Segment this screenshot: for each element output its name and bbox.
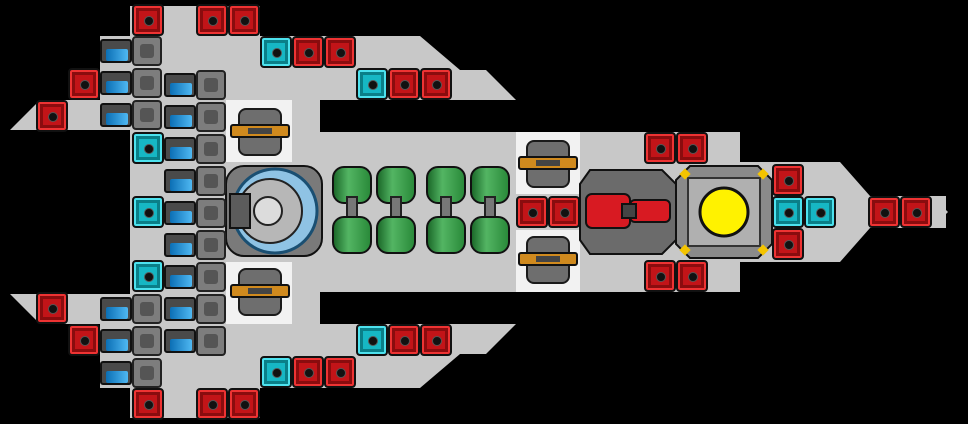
armor-block-red — [132, 388, 164, 420]
ion-thruster — [164, 102, 226, 132]
armor-block-red — [420, 324, 452, 356]
armor-block-cyan — [772, 196, 804, 228]
ion-thruster — [100, 36, 162, 66]
armor-block-red — [324, 356, 356, 388]
armor-block-red — [132, 4, 164, 36]
shield-generator — [225, 165, 323, 257]
ion-thruster — [100, 100, 162, 130]
fuel-tank — [462, 166, 518, 254]
fuel-tank — [368, 166, 424, 254]
reactor-core — [675, 165, 773, 259]
armor-block-red — [868, 196, 900, 228]
cannon-turret — [228, 102, 292, 162]
armor-block-cyan — [260, 356, 292, 388]
ion-thruster — [164, 166, 226, 196]
armor-block-cyan — [132, 260, 164, 292]
fuel-tank — [324, 166, 380, 254]
armor-block-red — [196, 388, 228, 420]
armor-block-red — [644, 260, 676, 292]
hull-nose — [934, 198, 948, 226]
armor-block-cyan — [356, 324, 388, 356]
ion-thruster — [100, 294, 162, 324]
armor-block-red — [36, 100, 68, 132]
cannon-turret — [516, 230, 580, 290]
ion-thruster — [164, 230, 226, 260]
armor-block-cyan — [132, 196, 164, 228]
armor-block-cyan — [260, 36, 292, 68]
armor-block-red — [388, 68, 420, 100]
ion-thruster — [100, 68, 162, 98]
armor-block-red — [324, 36, 356, 68]
armor-block-cyan — [132, 132, 164, 164]
fuel-tank — [418, 166, 474, 254]
ion-thruster — [100, 326, 162, 356]
armor-block-red — [388, 324, 420, 356]
armor-block-red — [196, 4, 228, 36]
armor-block-red — [228, 4, 260, 36]
armor-block-red — [420, 68, 452, 100]
armor-block-red — [644, 132, 676, 164]
cannon-turret — [516, 134, 580, 194]
armor-block-red — [772, 228, 804, 260]
armor-block-red — [292, 36, 324, 68]
ion-thruster — [164, 326, 226, 356]
ion-thruster — [164, 134, 226, 164]
red-engine-module — [579, 169, 677, 255]
armor-block-red — [772, 164, 804, 196]
armor-block-red — [68, 68, 100, 100]
armor-block-cyan — [356, 68, 388, 100]
armor-block-red — [36, 292, 68, 324]
armor-block-red — [548, 196, 580, 228]
ion-thruster — [164, 198, 226, 228]
armor-block-red — [676, 260, 708, 292]
armor-block-red — [292, 356, 324, 388]
armor-block-red — [900, 196, 932, 228]
armor-block-cyan — [804, 196, 836, 228]
armor-block-red — [676, 132, 708, 164]
ion-thruster — [164, 294, 226, 324]
ion-thruster — [164, 70, 226, 100]
armor-block-red — [228, 388, 260, 420]
cannon-turret — [228, 262, 292, 322]
ion-thruster — [100, 358, 162, 388]
ion-thruster — [164, 262, 226, 292]
armor-block-red — [68, 324, 100, 356]
armor-block-red — [516, 196, 548, 228]
